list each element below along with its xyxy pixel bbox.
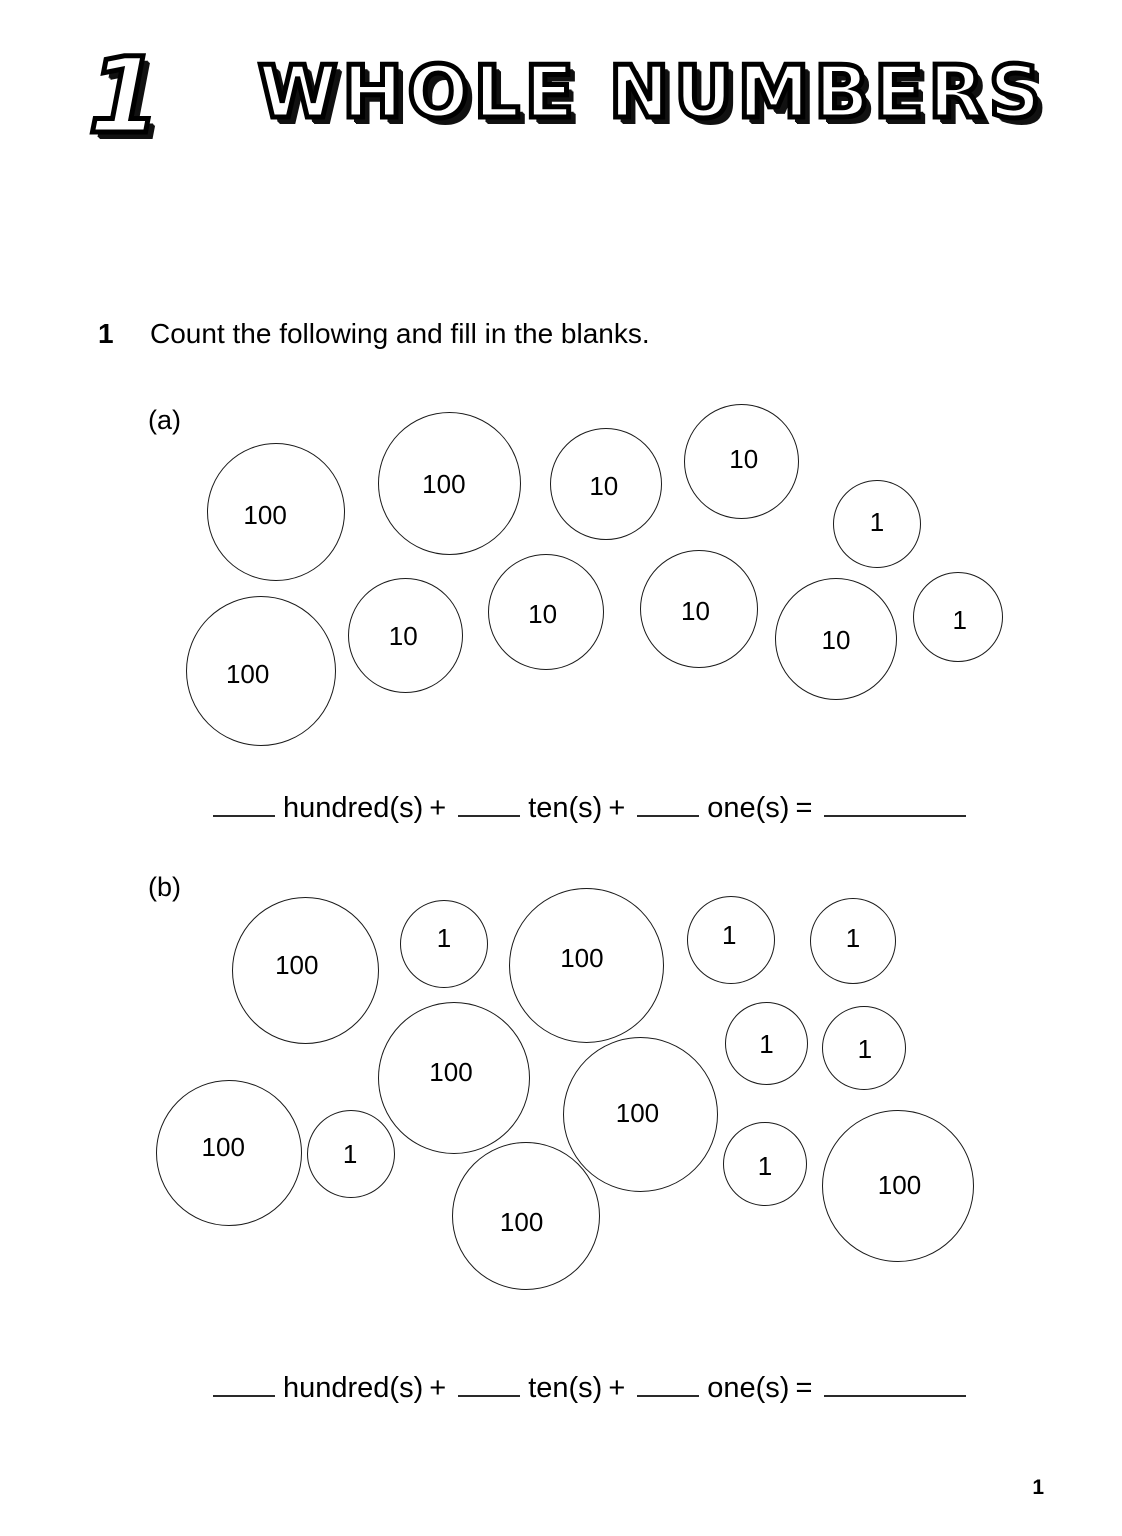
counting-circle-value: 100	[429, 1057, 473, 1087]
counting-circle: 100	[156, 1080, 302, 1226]
tens-blank[interactable]	[458, 1366, 521, 1397]
counting-circle-value: 1	[722, 919, 737, 950]
counting-circle-value: 100	[201, 1132, 245, 1163]
total-blank[interactable]	[824, 786, 967, 817]
ones-blank[interactable]	[637, 1366, 700, 1397]
total-blank[interactable]	[824, 1366, 967, 1397]
counting-circle-value: 100	[422, 468, 466, 499]
answer-line-b: hundred(s)+ten(s)+one(s)=	[206, 1366, 973, 1405]
counting-circle-value: 1	[845, 922, 861, 953]
equals-operator: =	[795, 1372, 813, 1404]
page-number: 1	[1032, 1476, 1044, 1499]
ones-blank[interactable]	[637, 786, 700, 817]
counting-circles-b: 100 1 100 1 1 100 1 1 100 1 100 1 100 100	[156, 888, 974, 1290]
counting-circle-value: 1	[342, 1139, 358, 1169]
part-label-a: (a)	[148, 405, 181, 435]
counting-circle-value: 1	[436, 922, 452, 953]
counting-circle: 1	[400, 900, 488, 988]
counting-circle: 1	[833, 480, 921, 568]
counting-circle: 100	[822, 1110, 974, 1262]
counting-circle: 100	[232, 897, 379, 1044]
counting-circle-value: 10	[388, 620, 418, 651]
question-text: Count the following and fill in the blan…	[150, 318, 650, 349]
hundreds-label: hundred(s)	[283, 792, 424, 824]
counting-circle-value: 1	[869, 507, 885, 538]
counting-circle: 100	[378, 412, 521, 555]
counting-circle: 1	[725, 1002, 808, 1085]
counting-circle-value: 10	[821, 625, 851, 656]
answer-line-a: hundred(s)+ten(s)+one(s)=	[206, 786, 973, 825]
counting-circle-value: 100	[243, 499, 287, 530]
counting-circles-a: 100 100 10 10 1 100 10 10 10 10 1	[186, 404, 1003, 746]
counting-circle: 10	[684, 404, 799, 519]
question-number: 1	[98, 318, 114, 349]
plus-operator: +	[608, 1372, 626, 1404]
counting-circle: 1	[913, 572, 1003, 662]
counting-circle: 10	[775, 578, 897, 700]
counting-circle: 1	[822, 1006, 906, 1090]
counting-circle: 10	[488, 554, 604, 670]
counting-circle-value: 100	[615, 1097, 660, 1128]
page-header: 1 WHOLE NUMBERS	[0, 0, 1122, 200]
plus-operator: +	[429, 1372, 447, 1404]
hundreds-label: hundred(s)	[283, 1372, 424, 1404]
counting-circle: 1	[687, 896, 775, 984]
plus-operator: +	[429, 792, 447, 824]
counting-circle-value: 10	[681, 596, 710, 627]
counting-circle-value: 10	[729, 444, 759, 475]
part-label-b: (b)	[148, 872, 181, 902]
hundreds-blank[interactable]	[213, 1366, 275, 1397]
counting-circle-value: 1	[857, 1033, 873, 1064]
counting-circle: 100	[207, 443, 345, 581]
counting-circle-value: 1	[952, 604, 967, 635]
counting-circle-value: 100	[225, 658, 270, 689]
ones-label: one(s)	[707, 1372, 790, 1404]
tens-label: ten(s)	[528, 1372, 603, 1404]
counting-circle-value: 1	[757, 1150, 773, 1181]
counting-circle: 100	[452, 1142, 600, 1290]
tens-label: ten(s)	[528, 792, 603, 824]
equals-operator: =	[795, 792, 813, 824]
counting-circle: 1	[307, 1110, 395, 1198]
counting-circle-value: 100	[877, 1169, 922, 1200]
question-1: 1 Count the following and fill in the bl…	[98, 318, 650, 350]
counting-circle: 100	[509, 888, 664, 1043]
counting-circle: 10	[550, 428, 662, 540]
counting-circle: 100	[378, 1002, 530, 1154]
counting-circle: 1	[810, 898, 896, 984]
counting-circle: 10	[348, 578, 463, 693]
counting-circle-value: 10	[589, 471, 619, 502]
page-title: WHOLE NUMBERS	[256, 50, 1046, 134]
counting-circle: 100	[186, 596, 336, 746]
chapter-number: 1	[85, 35, 162, 157]
ones-label: one(s)	[707, 792, 790, 824]
plus-operator: +	[608, 792, 626, 824]
tens-blank[interactable]	[458, 786, 521, 817]
hundreds-blank[interactable]	[213, 786, 275, 817]
counting-circle: 1	[723, 1122, 807, 1206]
counting-circle: 100	[563, 1037, 718, 1192]
counting-circle-value: 100	[275, 949, 319, 980]
counting-circle-value: 10	[528, 599, 558, 630]
counting-circle-value: 100	[499, 1206, 544, 1237]
counting-circle-value: 100	[560, 942, 604, 973]
counting-circle: 10	[640, 550, 758, 668]
counting-circle-value: 1	[759, 1029, 774, 1060]
